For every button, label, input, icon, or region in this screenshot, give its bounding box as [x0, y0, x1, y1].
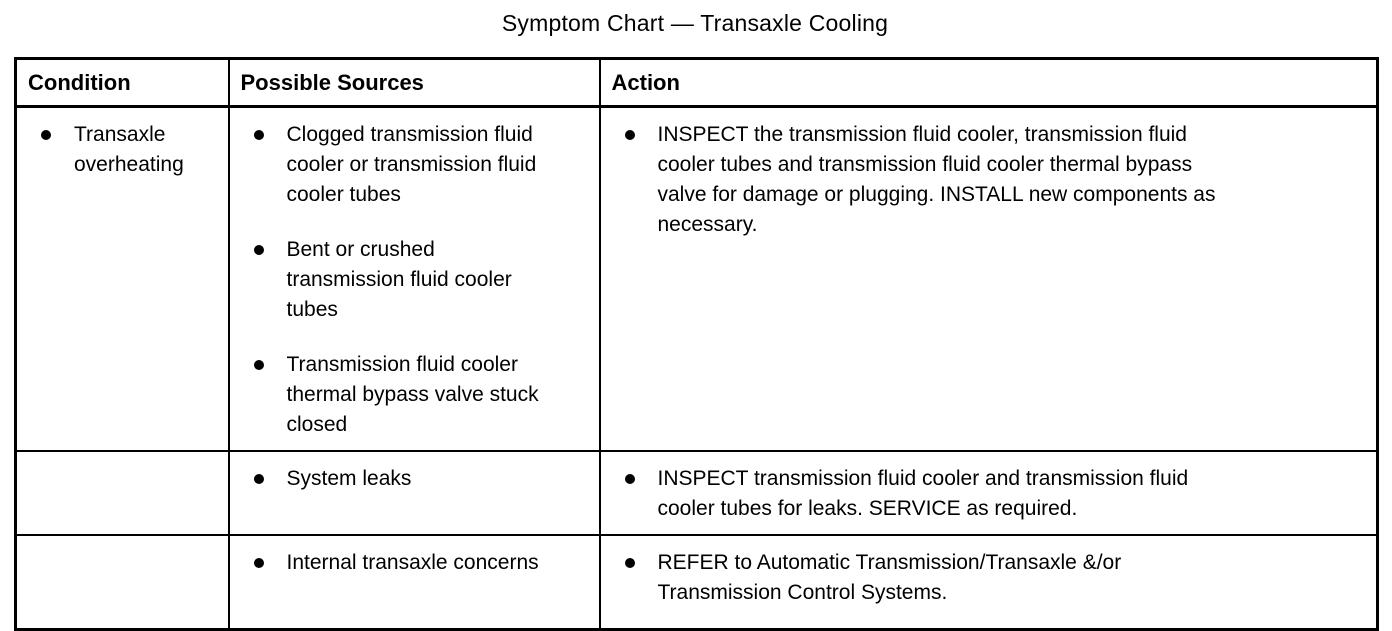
- bullet-icon: [624, 558, 635, 568]
- cell-possible-sources: Clogged transmission fluid cooler or tra…: [227, 105, 601, 452]
- source-text: System leaks: [286, 467, 412, 490]
- cell-possible-sources: System leaks: [227, 450, 601, 536]
- bullet-icon: [253, 245, 264, 255]
- page-title: Symptom Chart — Transaxle Cooling: [501, 10, 889, 36]
- cell-condition: Transaxle overheating: [14, 105, 230, 452]
- list-item: System leaks: [230, 464, 591, 494]
- source-text: Clogged transmission fluid cooler or tra…: [286, 123, 537, 206]
- bullet-icon: [624, 474, 635, 484]
- list-item: Clogged transmission fluid cooler or tra…: [230, 120, 591, 210]
- source-text: Bent or crushed transmission fluid coole…: [286, 238, 512, 321]
- bullet-icon: [253, 474, 264, 484]
- bullet-icon: [624, 130, 635, 140]
- list-item: Transaxle overheating: [17, 120, 220, 180]
- cell-action: REFER to Automatic Transmission/Transaxl…: [598, 534, 1379, 630]
- bullet-icon: [253, 360, 264, 370]
- action-text: INSPECT the transmission fluid cooler, t…: [657, 123, 1216, 236]
- list-item: INSPECT the transmission fluid cooler, t…: [601, 120, 1369, 240]
- bullet-icon: [253, 130, 264, 140]
- header-row: Condition Possible Sources Action: [14, 57, 1379, 108]
- condition-text: Transaxle overheating: [74, 123, 184, 176]
- bullet-icon: [253, 558, 264, 568]
- header-possible-sources: Possible Sources: [227, 57, 601, 108]
- action-text: INSPECT transmission fluid cooler and tr…: [657, 467, 1189, 520]
- table-row-system-leaks: System leaks INSPECT transmission fluid …: [14, 450, 1379, 536]
- cell-action: INSPECT transmission fluid cooler and tr…: [598, 450, 1379, 536]
- cell-condition-empty: [14, 450, 230, 536]
- list-item: Internal transaxle concerns: [230, 548, 591, 578]
- cell-possible-sources: Internal transaxle concerns: [227, 534, 601, 630]
- header-condition: Condition: [14, 57, 230, 108]
- list-item: INSPECT transmission fluid cooler and tr…: [601, 464, 1369, 524]
- cell-action: INSPECT the transmission fluid cooler, t…: [598, 105, 1379, 452]
- list-item: REFER to Automatic Transmission/Transaxl…: [601, 548, 1369, 608]
- header-action: Action: [598, 57, 1379, 108]
- list-item: Transmission fluid cooler thermal bypass…: [230, 350, 591, 440]
- action-text: REFER to Automatic Transmission/Transaxl…: [657, 551, 1122, 604]
- source-text: Internal transaxle concerns: [286, 551, 539, 574]
- symptom-chart-table: Condition Possible Sources Action Transa…: [14, 57, 1379, 631]
- table-row-overheating: Transaxle overheating Clogged transmissi…: [14, 105, 1379, 452]
- bullet-icon: [41, 130, 51, 140]
- table-row-internal-concerns: Internal transaxle concerns REFER to Aut…: [14, 534, 1379, 630]
- cell-condition-empty: [14, 534, 230, 630]
- list-item: Bent or crushed transmission fluid coole…: [230, 235, 591, 325]
- source-text: Transmission fluid cooler thermal bypass…: [286, 353, 539, 436]
